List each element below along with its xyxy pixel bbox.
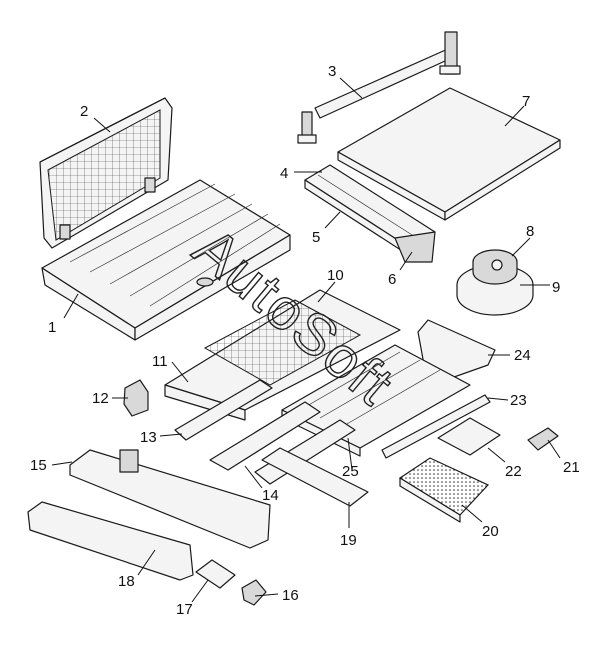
part-23-strip <box>381 394 491 459</box>
part-4-5-6-rails <box>304 164 436 263</box>
callout-numbers: 1 2 3 4 5 6 7 8 9 10 11 12 13 14 15 16 1… <box>30 63 580 618</box>
callout-20: 20 <box>482 523 499 540</box>
callout-23: 23 <box>510 392 527 409</box>
callout-19: 19 <box>340 532 357 549</box>
callout-12: 12 <box>92 390 109 407</box>
callout-8: 8 <box>526 223 534 240</box>
part-7-floor-board <box>337 87 561 221</box>
part-2-luggage-net <box>39 97 173 249</box>
callout-15: 15 <box>30 457 47 474</box>
part-22-bracket <box>437 417 501 456</box>
callout-24: 24 <box>514 347 531 364</box>
callout-4: 4 <box>280 165 288 182</box>
callout-14: 14 <box>262 487 279 504</box>
callout-7: 7 <box>522 93 530 110</box>
callout-2: 2 <box>80 103 88 120</box>
callout-25: 25 <box>342 463 359 480</box>
callout-22: 22 <box>505 463 522 480</box>
callout-6: 6 <box>388 271 396 288</box>
part-17-plate <box>195 559 236 589</box>
callout-13: 13 <box>140 429 157 446</box>
callout-1: 1 <box>48 319 56 336</box>
part-1-load-floor <box>41 179 291 341</box>
callout-21: 21 <box>563 459 580 476</box>
callout-18: 18 <box>118 573 135 590</box>
callout-9: 9 <box>552 279 560 296</box>
part-18-side-member <box>27 501 194 581</box>
part-21-clip <box>527 427 559 451</box>
part-12-block <box>123 379 149 417</box>
part-19-beam <box>261 447 369 507</box>
part-20-mat <box>398 457 490 523</box>
callout-16: 16 <box>282 587 299 604</box>
callout-11: 11 <box>152 353 168 370</box>
callout-5: 5 <box>312 229 320 246</box>
part-13-rail <box>174 379 273 441</box>
callout-10: 10 <box>327 267 344 284</box>
callout-3: 3 <box>328 63 336 80</box>
leader-lines <box>51 77 561 603</box>
part-3-support-bar <box>297 31 461 144</box>
callout-17: 17 <box>176 601 193 618</box>
part-8-9-spare-wheel <box>456 249 534 316</box>
part-16-small-part <box>241 579 267 606</box>
part-15-side-member <box>69 449 271 549</box>
